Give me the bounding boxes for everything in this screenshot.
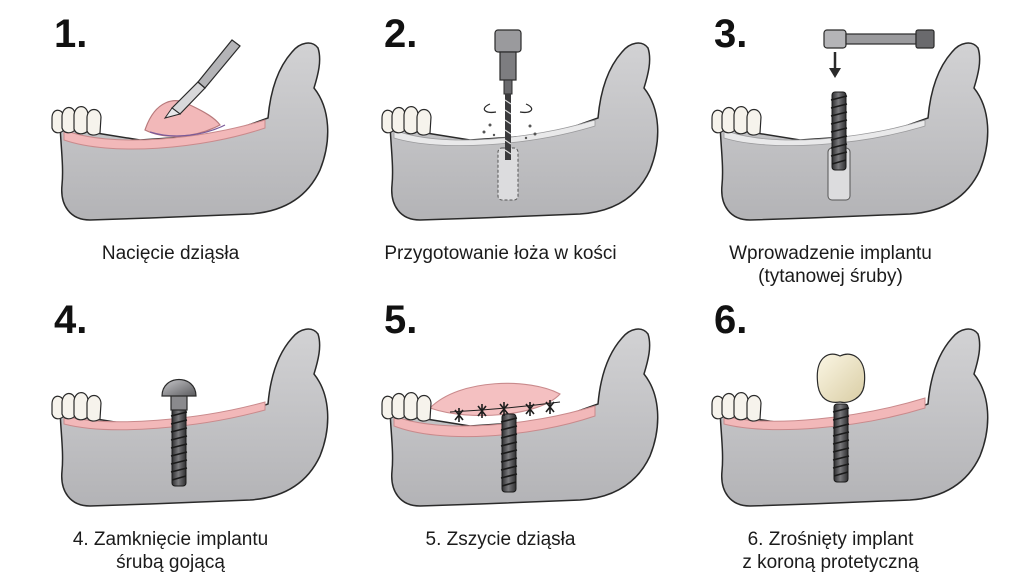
- step-number: 1.: [54, 14, 87, 54]
- step-caption: Wprowadzenie implantu (tytanowej śruby): [660, 242, 1001, 288]
- step-panel-1: 1. Nacięcie dziąsła: [0, 0, 341, 285]
- step-panel-2: 2. Przygotowanie łoża w kości: [330, 0, 671, 285]
- step-caption: 4. Zamknięcie implantu śrubą gojącą: [0, 528, 341, 574]
- step-caption: Przygotowanie łoża w kości: [330, 242, 671, 265]
- step-panel-5: 5. 5. Zszycie dziąsła: [330, 286, 671, 571]
- step-number: 4.: [54, 300, 87, 340]
- step-caption: Nacięcie dziąsła: [0, 242, 341, 265]
- step-caption: 6. Zrośnięty implant z koroną protetyczn…: [660, 528, 1001, 574]
- crown-icon: [817, 354, 864, 402]
- step-number: 5.: [384, 300, 417, 340]
- step-number: 6.: [714, 300, 747, 340]
- scalpel-icon: [165, 40, 240, 118]
- step-panel-3: 3. Wprowadzenie implantu (tytanowej śrub…: [660, 0, 1001, 285]
- step-caption: 5. Zszycie dziąsła: [330, 528, 671, 551]
- step-panel-4: 4. 4. Zamknięcie implantu śrubą gojącą: [0, 286, 341, 571]
- step-number: 2.: [384, 14, 417, 54]
- wrench-icon: [824, 30, 934, 78]
- healing-cap-icon: [162, 380, 196, 411]
- step-panel-6: 6. 6. Zrośnięty implant z koroną protety…: [660, 286, 1001, 571]
- step-number: 3.: [714, 14, 747, 54]
